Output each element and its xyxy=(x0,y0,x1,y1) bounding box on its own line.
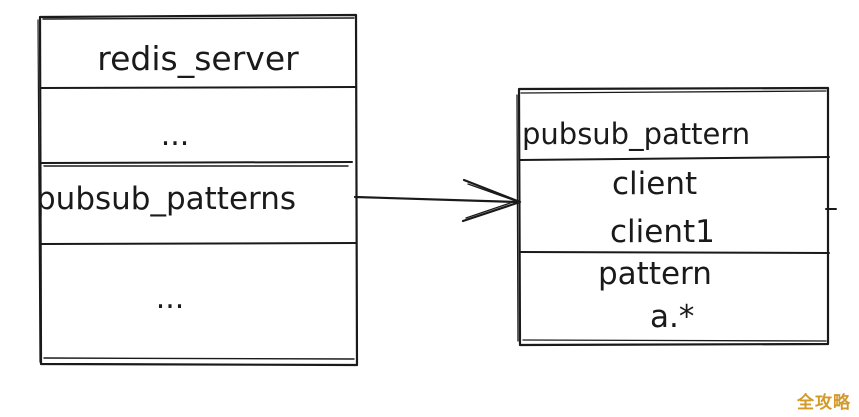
pubsub-pattern-title: pubsub_pattern xyxy=(522,117,750,151)
redis-server-divider-2 xyxy=(40,161,353,164)
redis-server-struct xyxy=(37,13,359,367)
pubsub-pattern-divider-1 xyxy=(519,156,830,161)
pointer-arrow xyxy=(353,178,522,223)
redis-server-title: redis_server xyxy=(97,39,299,78)
pubsub-pattern-divider-2 xyxy=(519,251,830,254)
pubsub-pattern-outline xyxy=(517,86,830,347)
redis-server-field-pubsub-patterns: pubsub_patterns xyxy=(36,181,296,217)
redis-server-outline xyxy=(38,13,359,367)
redis-server-ellipsis-top: ... xyxy=(161,118,190,153)
pubsub-pattern-struct xyxy=(516,86,837,347)
pubsub-pattern-pattern-value: a.* xyxy=(650,299,694,335)
pubsub-pattern-client-label: client xyxy=(612,166,697,202)
pubsub-pattern-pattern-label: pattern xyxy=(598,256,712,292)
watermark-logo: 全攻略 xyxy=(797,393,851,413)
redis-server-ellipsis-bottom: ... xyxy=(156,281,185,316)
redis-server-divider-3 xyxy=(40,242,357,245)
redis-server-divider-1 xyxy=(40,86,357,89)
pubsub-pattern-client-value: client1 xyxy=(610,214,715,250)
